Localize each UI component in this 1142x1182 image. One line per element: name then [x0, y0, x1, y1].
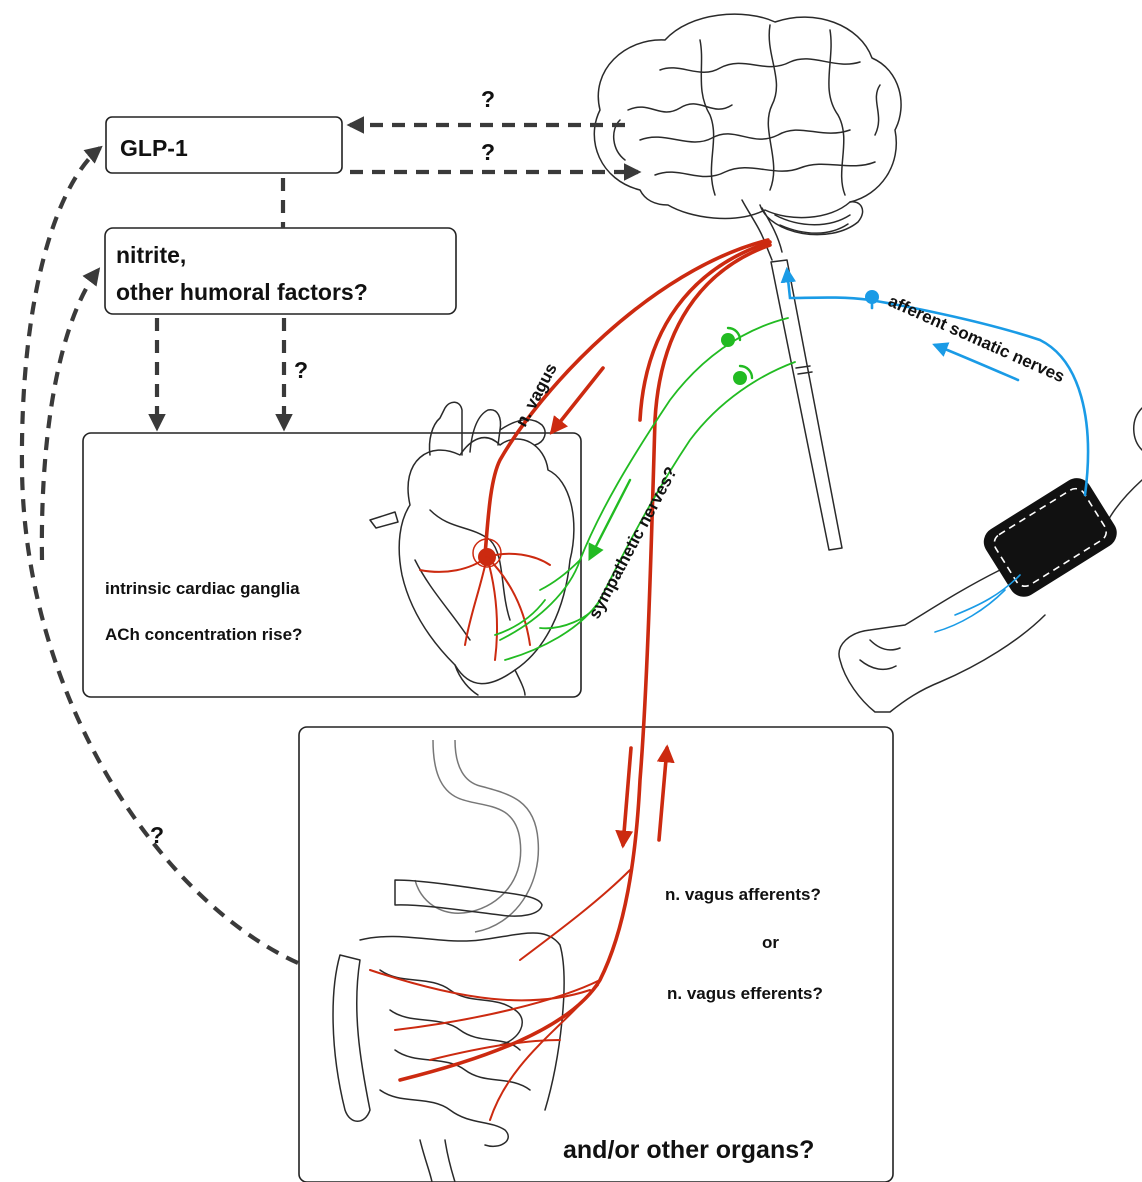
- glp1-box: GLP-1: [106, 117, 342, 173]
- arm-cuff-icon: [839, 408, 1142, 712]
- spinal-cord-icon: [771, 260, 842, 550]
- or-label: or: [762, 933, 779, 952]
- vagus-efferents-label: n. vagus efferents?: [667, 984, 823, 1003]
- glp1-label: GLP-1: [120, 135, 188, 161]
- q-gut-to-glp1: ?: [150, 822, 164, 848]
- q-humoral-to-heart: ?: [294, 357, 308, 383]
- vagus-afferents-label: n. vagus afferents?: [665, 885, 821, 904]
- sympathetic-label: sympathetic nerves?: [585, 464, 681, 622]
- gut-box: n. vagus afferents? or n. vagus efferent…: [299, 727, 893, 1182]
- humoral-factors-box: nitrite, other humoral factors?: [105, 228, 456, 314]
- heart-box: intrinsic cardiac ganglia ACh concentrat…: [83, 433, 581, 697]
- other-organs-label: and/or other organs?: [563, 1136, 814, 1164]
- cardiac-ganglia-label: intrinsic cardiac ganglia: [105, 579, 300, 598]
- q-glp1-to-brain: ?: [481, 139, 495, 165]
- vagus-label: n. vagus: [512, 360, 561, 430]
- humoral-label-line2: other humoral factors?: [116, 279, 368, 305]
- q-brain-to-glp1: ?: [481, 86, 495, 112]
- afferent-somatic-nerve: [787, 270, 1088, 495]
- humoral-label-line1: nitrite,: [116, 242, 186, 268]
- brain-icon: [594, 14, 901, 260]
- ach-rise-label: ACh concentration rise?: [105, 625, 302, 644]
